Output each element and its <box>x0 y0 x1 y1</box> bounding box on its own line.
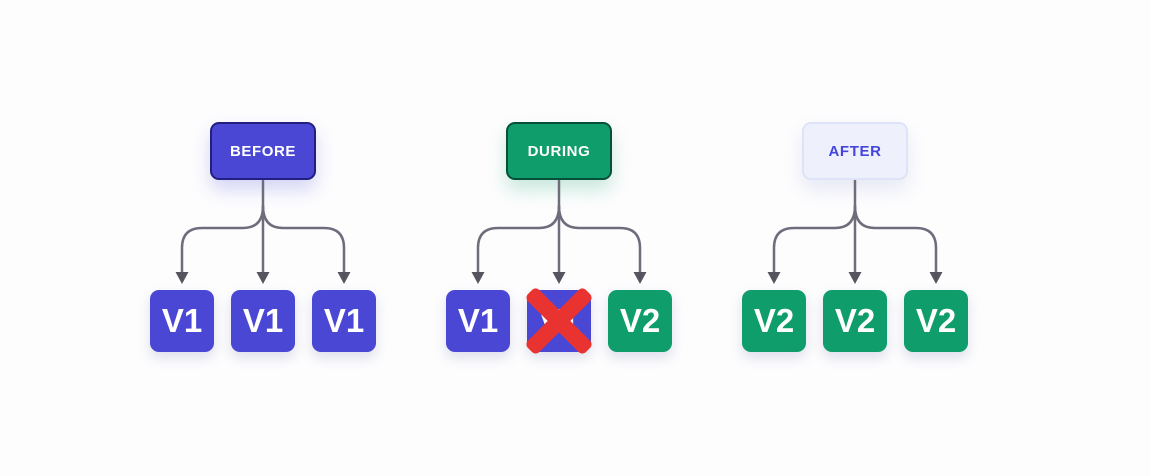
version-box-v1: V1 <box>231 290 295 352</box>
branch-arrows-icon <box>175 180 351 284</box>
stage-label: AFTER <box>828 142 882 160</box>
version-label: V1 <box>161 302 203 339</box>
version-box-v1: V1 <box>150 290 214 352</box>
version-box-v2: V2 <box>823 290 887 352</box>
version-label: V2 <box>915 302 957 339</box>
stage-label: BEFORE <box>229 142 297 160</box>
stage-header-before: BEFORE <box>210 122 316 180</box>
stage-groups-row: BEFORE V1 V1 <box>150 122 968 356</box>
version-label: V1 <box>457 302 499 339</box>
branch-arrows-icon <box>471 180 647 284</box>
version-label: V1 <box>323 302 365 339</box>
stage-group-after: AFTER V2 V2 <box>742 122 968 352</box>
version-box-v1: V1 <box>312 290 376 352</box>
version-box-v1: V1 <box>446 290 510 352</box>
version-label: V1 <box>538 302 580 339</box>
branch-arrows-icon <box>767 180 943 284</box>
version-row-during: V1 V1 V2 <box>446 286 672 356</box>
stage-header-during: DURING <box>506 122 612 180</box>
version-label: V2 <box>834 302 876 339</box>
version-box-v2: V2 <box>742 290 806 352</box>
version-label: V2 <box>619 302 661 339</box>
stage-group-before: BEFORE V1 V1 <box>150 122 376 352</box>
version-label: V2 <box>753 302 795 339</box>
version-label: V1 <box>242 302 284 339</box>
version-box-v2: V2 <box>904 290 968 352</box>
stage-group-during: DURING V1 V1 <box>446 122 672 356</box>
stage-header-after: AFTER <box>802 122 908 180</box>
version-box-v1-crossed: V1 <box>524 286 594 356</box>
version-row-before: V1 V1 V1 <box>150 290 376 352</box>
version-box-v2: V2 <box>608 290 672 352</box>
stage-label: DURING <box>527 142 591 160</box>
version-row-after: V2 V2 V2 <box>742 290 968 352</box>
